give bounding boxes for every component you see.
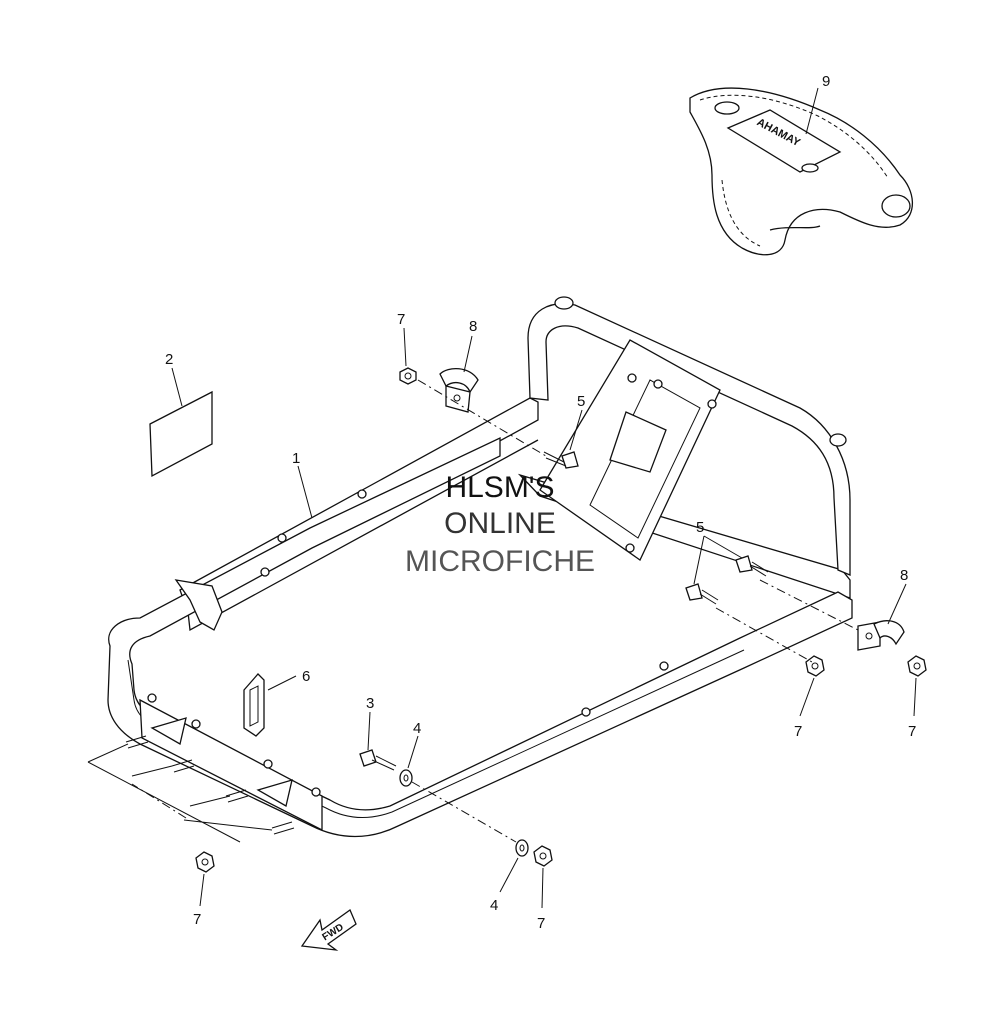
callout-7-left: 7 <box>193 911 201 928</box>
callout-4-upper: 4 <box>413 720 421 737</box>
callout-7-right-a: 7 <box>794 723 802 740</box>
handle-pole-frame <box>107 296 853 838</box>
nut-7-top <box>399 367 417 385</box>
washer-4-upper <box>399 769 413 787</box>
callout-7-right-b: 7 <box>908 723 916 740</box>
watermark-line-3: MICROFICHE <box>405 545 595 578</box>
nut-7-right-b <box>907 655 927 677</box>
callout-6: 6 <box>302 668 310 685</box>
callout-2: 2 <box>165 351 173 368</box>
callout-5-top: 5 <box>577 393 585 410</box>
bolt-3 <box>359 749 397 771</box>
handlebar-cover: YAMAHA <box>689 87 913 256</box>
callout-9: 9 <box>822 73 830 90</box>
bracket-8-right <box>857 620 905 651</box>
nut-7-right-a <box>805 655 825 677</box>
callout-5-right: 5 <box>696 519 704 536</box>
label-sticker <box>149 390 213 478</box>
callout-1: 1 <box>292 450 300 467</box>
bracket-8-top <box>439 368 479 413</box>
nut-7-left <box>195 851 215 873</box>
watermark-line-2: ONLINE <box>444 507 556 540</box>
bolt-5-top <box>543 451 579 469</box>
washer-4-lower <box>515 839 529 857</box>
studs <box>125 735 295 835</box>
nut-7-bottom <box>533 845 553 867</box>
callout-7-bottom: 7 <box>537 915 545 932</box>
callout-4-lower: 4 <box>490 897 498 914</box>
callout-8-right: 8 <box>900 567 908 584</box>
callout-3: 3 <box>366 695 374 712</box>
bolt-5-right-upper <box>735 555 769 577</box>
clip <box>243 673 265 737</box>
callout-7-top: 7 <box>397 311 405 328</box>
bolt-5-right-lower <box>685 583 719 605</box>
fwd-arrow: FWD <box>300 909 357 951</box>
watermark-line-1: HLSM'S <box>445 471 554 504</box>
callout-8-top: 8 <box>469 318 477 335</box>
